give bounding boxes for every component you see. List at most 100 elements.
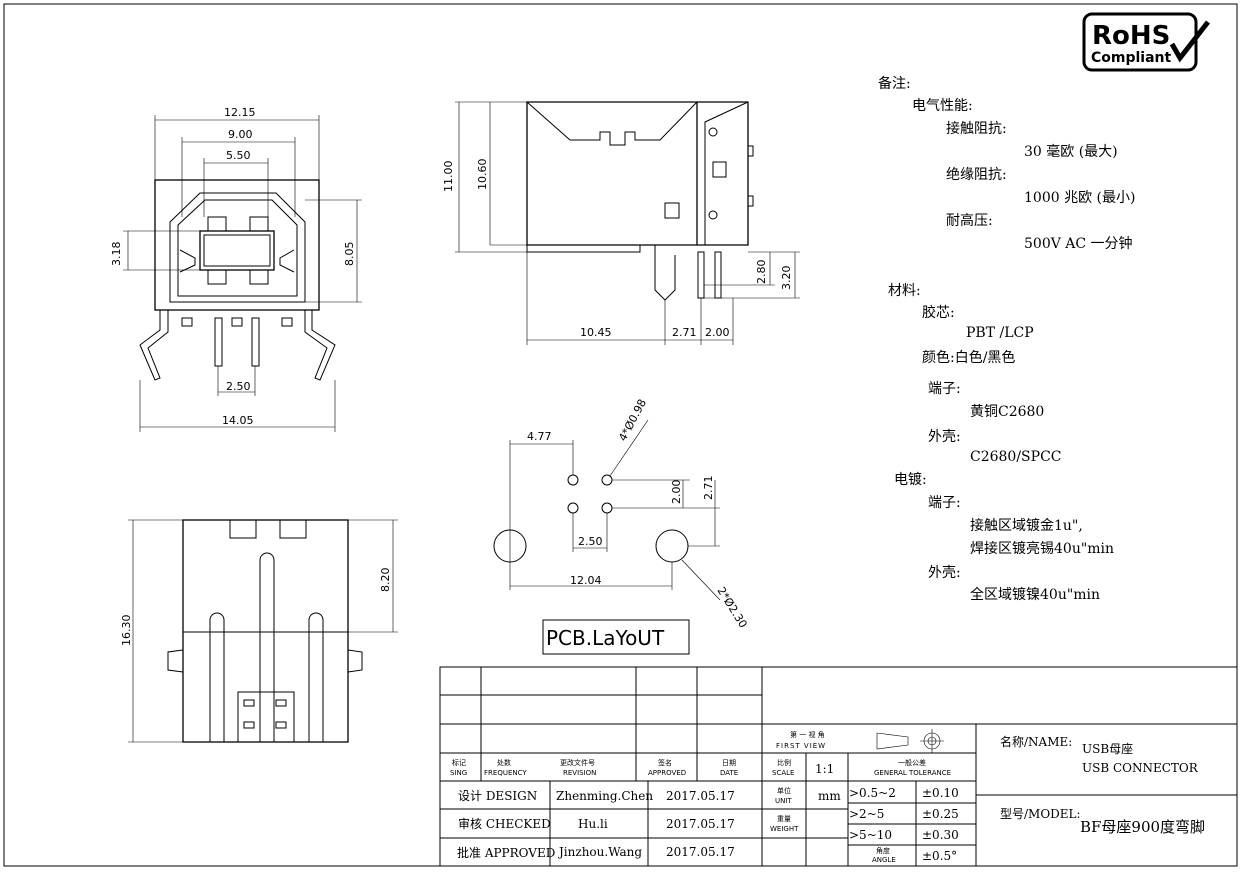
- check-icon: [1169, 20, 1210, 63]
- dim-3-20: 3.20: [780, 266, 793, 291]
- dim-16-30: 16.30: [120, 615, 133, 647]
- approved-cn: 签名: [658, 758, 672, 767]
- mark-cn: 标记: [452, 758, 466, 767]
- tol-range-2: >2~5: [849, 807, 884, 821]
- unit-en: UNIT: [775, 797, 792, 805]
- shell-label: 外壳:: [928, 428, 961, 445]
- dim-10-45: 10.45: [580, 326, 612, 339]
- dim-12-15: 12.15: [224, 106, 256, 119]
- tol-range-1: >0.5~2: [849, 786, 896, 800]
- dim-4-holes-0-98: 4*Ø0.98: [616, 397, 649, 443]
- design-name: Zhenming.Chen: [556, 789, 653, 803]
- pcb-layout-label: PCB.LaYoUT: [546, 626, 665, 650]
- contact-resistance-label: 接触阻抗:: [946, 120, 1007, 137]
- dim-14-05: 14.05: [222, 414, 254, 427]
- core-label: 胶芯:: [922, 304, 955, 321]
- side-view: 11.00 10.60 2.80 3.20 10.45 2.71 2.00: [442, 101, 800, 345]
- angle-en: ANGLE: [872, 856, 896, 864]
- title-block: 标记 SING 处数 FREQUENCY 更改文件号 REVISION 签名 A…: [439, 666, 1238, 867]
- freq-cn: 处数: [497, 758, 511, 767]
- insulation-label: 绝缘阻抗:: [946, 167, 1007, 183]
- color-value: 颜色:白色/黑色: [922, 349, 1015, 366]
- voltage-label: 耐高压:: [946, 212, 993, 229]
- plating-title: 电镀:: [894, 471, 927, 488]
- rohs-subtitle: Compliant: [1091, 50, 1172, 66]
- dim-2-71: 2.71: [672, 326, 697, 339]
- dim-9-00: 9.00: [228, 128, 253, 141]
- tol-value-2: ±0.25: [922, 807, 959, 821]
- tol-value-3: ±0.30: [922, 828, 959, 842]
- name-cn: USB母座: [1082, 741, 1133, 756]
- plating-terminal-label: 端子:: [928, 495, 961, 511]
- checked-date: 2017.05.17: [666, 817, 735, 831]
- weight-cn: 重量: [777, 815, 791, 823]
- tol-value-1: ±0.10: [922, 786, 959, 800]
- dim-pcb-2-00: 2.00: [670, 480, 683, 505]
- mark-en: SING: [450, 769, 467, 777]
- angle-cn: 角度: [876, 846, 890, 855]
- dim-12-04: 12.04: [570, 574, 602, 587]
- design-date: 2017.05.17: [666, 789, 735, 803]
- checked-name: Hu.li: [578, 817, 608, 831]
- dim-2-80: 2.80: [755, 260, 768, 285]
- rohs-title: RoHS: [1092, 21, 1170, 51]
- projection-cone-icon: [876, 732, 909, 750]
- electrical-title: 电气性能:: [912, 98, 973, 114]
- dim-8-05: 8.05: [343, 242, 356, 267]
- approved-date: 2017.05.17: [666, 845, 735, 859]
- date-cn: 日期: [722, 759, 736, 767]
- approved-name: Jinzhou.Wang: [557, 845, 642, 859]
- date-en: DATE: [720, 769, 738, 777]
- dim-2-holes-2-30: 2*Ø2.30: [714, 585, 749, 631]
- terminal-label: 端子:: [928, 381, 961, 397]
- angle-tolerance: ±0.5°: [922, 849, 957, 863]
- dim-3-18: 3.18: [110, 242, 123, 267]
- model-value: BF母座900度弯脚: [1080, 818, 1205, 836]
- plating-terminal-line1: 接触区域镀金1u",: [970, 517, 1083, 534]
- unit-value: mm: [818, 789, 841, 803]
- dim-2-00: 2.00: [705, 326, 730, 339]
- contact-resistance-value: 30 毫欧 (最大): [1024, 143, 1118, 160]
- front-view: 12.15 9.00 5.50 3.18 8.05 2.50 14.05: [110, 106, 362, 432]
- scale-en: SCALE: [772, 769, 794, 777]
- checked-label: 审核 CHECKED: [458, 816, 551, 831]
- notes: 备注: 电气性能: 接触阻抗: 30 毫欧 (最大) 绝缘阻抗: 1000 兆欧…: [878, 75, 1135, 603]
- approved-label: 批准 APPROVED: [457, 845, 555, 860]
- unit-cn: 单位: [777, 786, 791, 795]
- name-label: 名称/NAME:: [1000, 734, 1072, 749]
- shell-value: C2680/SPCC: [970, 449, 1062, 465]
- scale-value: 1:1: [815, 762, 834, 776]
- plating-shell-value: 全区域镀镍40u"min: [970, 586, 1100, 603]
- bottom-view: 8.20 16.30: [120, 519, 398, 743]
- remark-title: 备注:: [878, 75, 911, 92]
- terminal-value: 黄铜C2680: [970, 403, 1044, 420]
- core-value: PBT /LCP: [966, 325, 1034, 341]
- plating-terminal-line2: 焊接区镀亮锡40u"min: [970, 540, 1114, 557]
- rev-cn: 更改文件号: [560, 758, 595, 767]
- dim-11-00: 11.00: [442, 161, 455, 193]
- tolerance-en: GENERAL TOLERANCE: [874, 769, 951, 777]
- rohs-logo: RoHS Compliant: [1082, 12, 1210, 72]
- first-view-cn: 第 一 视 角: [790, 730, 825, 739]
- dim-8-20: 8.20: [379, 568, 392, 593]
- dim-pcb-2-71: 2.71: [702, 476, 715, 501]
- tol-range-3: >5~10: [849, 828, 892, 842]
- rev-en: REVISION: [563, 769, 596, 777]
- plating-shell-label: 外壳:: [928, 564, 961, 581]
- dim-5-50: 5.50: [226, 149, 251, 162]
- dim-10-60: 10.60: [476, 159, 489, 191]
- first-view-en: FIRST VIEW: [776, 742, 826, 750]
- dim-pcb-2-50: 2.50: [578, 535, 603, 548]
- approved-en: APPROVED: [648, 769, 686, 777]
- tolerance-cn: 一般公差: [898, 758, 926, 767]
- name-en: USB CONNECTOR: [1082, 761, 1199, 775]
- scale-cn: 比例: [777, 758, 791, 767]
- insulation-value: 1000 兆欧 (最小): [1024, 190, 1135, 206]
- dim-4-77: 4.77: [527, 430, 552, 443]
- freq-en: FREQUENCY: [484, 769, 527, 777]
- dim-2-50: 2.50: [226, 380, 251, 393]
- pcb-layout: 4.77 4*Ø0.98 2.00 2.71 2.50 12.04 2*Ø2.3…: [493, 397, 750, 655]
- material-title: 材料:: [888, 283, 921, 299]
- model-label: 型号/MODEL:: [1000, 807, 1081, 821]
